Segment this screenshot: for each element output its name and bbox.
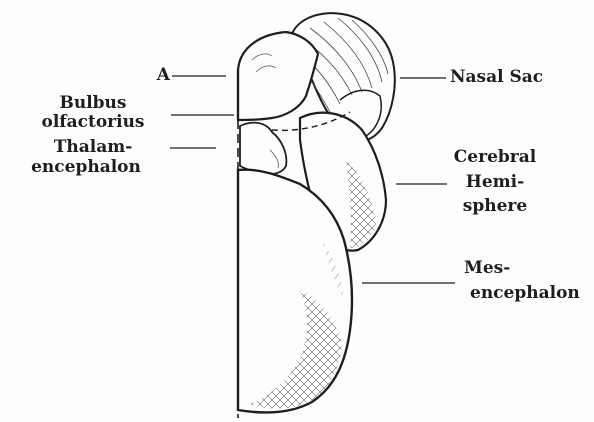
- label-cerebral-line3: sphere: [440, 197, 550, 216]
- label-mes-line1: Mes-: [464, 259, 510, 278]
- label-thalam-line1: Thalam-: [18, 138, 168, 157]
- label-thalam-line2: encephalon: [4, 158, 168, 177]
- label-cerebral-line1: Cerebral: [440, 148, 550, 167]
- label-a: A: [120, 66, 170, 85]
- forebrain-upper-shape: [238, 32, 318, 120]
- label-cerebral-line2: Hemi-: [440, 173, 550, 192]
- label-bulbus-line1: Bulbus: [18, 94, 168, 113]
- label-nasal-sac: Nasal Sac: [450, 68, 543, 87]
- thalamencephalon-shape: [240, 123, 286, 174]
- label-bulbus-line2: olfactorius: [18, 113, 168, 132]
- label-mes-line2: encephalon: [470, 284, 580, 303]
